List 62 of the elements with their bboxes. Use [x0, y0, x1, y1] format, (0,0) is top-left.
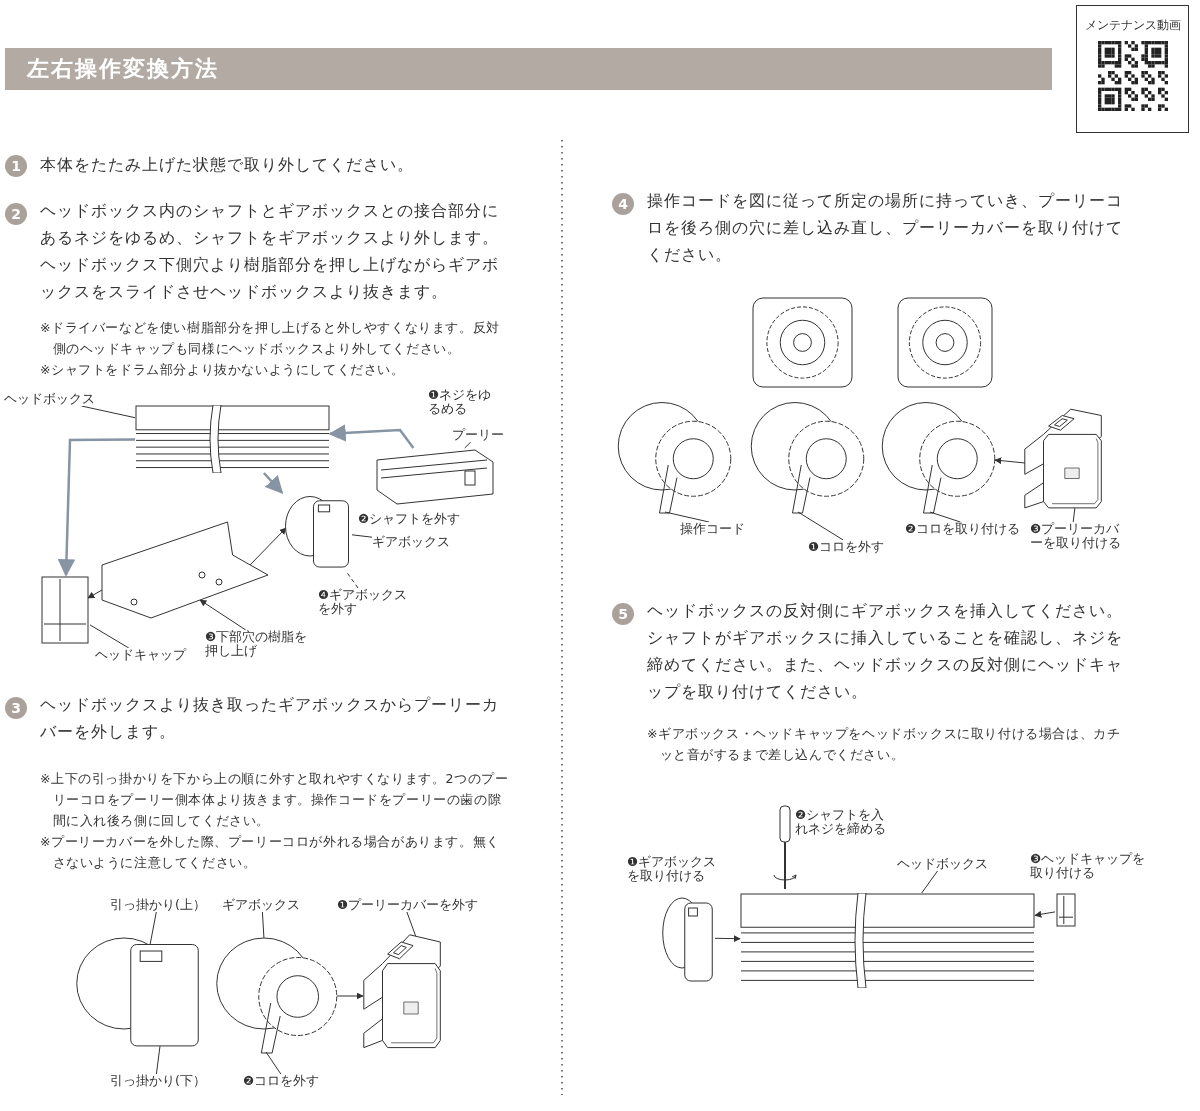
arrow — [249, 527, 287, 566]
arrow — [328, 424, 415, 449]
step-number: 1 — [5, 155, 27, 177]
step-number: 2 — [5, 203, 27, 225]
leader-line — [1072, 506, 1076, 523]
callout-text: ❶プーリーカバーを外す — [337, 898, 479, 912]
callout-text: ヘッドボックス — [897, 857, 988, 871]
leader-line — [261, 911, 265, 940]
arrow — [87, 589, 103, 599]
leader-line — [346, 572, 359, 589]
leader-line — [265, 1051, 282, 1075]
arrow — [57, 438, 135, 577]
instruction-text: ヘッドボックスより抜き取ったギアボックスからプーリーカバーを外します。 — [40, 695, 500, 743]
callout-text: ❶コロを外す — [808, 540, 885, 554]
instruction-text: ヘッドボックスの反対側にギアボックスを挿入してください。シャフトがギアボックスに挿入していることを確認し、ネジを締めてください。また、ヘッドボックスの反対側にヘッドキャップを取り付けてください。 — [647, 601, 1124, 703]
shaft-assembly-drawing — [375, 448, 495, 506]
leader-line — [351, 534, 373, 538]
step-number: 4 — [612, 193, 634, 215]
callout-text: プーリー — [452, 428, 504, 442]
arrow — [714, 935, 741, 943]
arrow — [336, 992, 364, 1000]
instruction-text: 操作コードを図に従って所定の場所に持っていき、プーリーコロを後ろ側の穴に差し込み直し、プーリーカバーを取り付けてください。 — [647, 191, 1124, 266]
leader-line — [89, 624, 130, 649]
leader-line — [81, 405, 136, 419]
leader-line — [406, 911, 417, 938]
arrow — [994, 457, 1026, 465]
leader-line — [921, 870, 938, 894]
note-text: ※ギアボックス・ヘッドキャップをヘッドボックスに取り付ける場合は、カチッと音がするまで差し込んでください。 — [647, 725, 1122, 764]
callout-text: ギアボックス — [372, 535, 450, 549]
headbox-drawing — [740, 893, 1035, 988]
callout-text: ヘッドキャップ — [95, 648, 186, 662]
instruction-text: ヘッドボックス内のシャフトとギアボックスとの接合部分にあるネジをゆるめ、シャフトをギアボックスより外します。ヘッドボックス下側穴より樹脂部分を押し上げながらギアボックスをスライドさせヘッドボックスより抜きます。 — [40, 201, 500, 303]
note-text: ※ドライバーなどを使い樹脂部分を押し上げると外しやすくなります。反対側のヘッドキャップも同様にヘッドボックスより外してください。 — [40, 319, 501, 358]
callout-text: ❷コロを外す — [243, 1074, 320, 1088]
step-number: 3 — [5, 697, 27, 719]
callout-text: ヘッドボックス — [4, 392, 95, 406]
qr-panel — [1076, 5, 1189, 133]
leader-line — [464, 441, 472, 449]
head-cap-drawing — [1055, 892, 1077, 928]
step-number: 5 — [612, 603, 634, 625]
pulley-detail-drawing — [895, 295, 995, 390]
leader-line — [664, 511, 710, 523]
callout-text: ❸プーリーカバーを取り付ける — [1030, 522, 1122, 550]
callout-text: ギアボックス — [222, 898, 300, 912]
arrow — [1034, 910, 1056, 918]
leader-line — [929, 511, 961, 523]
qr-caption: メンテナンス動画 — [1083, 18, 1182, 33]
arrow — [199, 599, 247, 631]
title-banner: 左右操作変換方法 — [5, 48, 1052, 90]
headbox-rail-drawing — [100, 520, 270, 620]
note-text: ※プーリーカバーを外した際、プーリーコロが外れる場合があります。無くさないように注意してください。 — [40, 833, 501, 872]
arrow — [263, 472, 284, 494]
head-cap-drawing — [40, 575, 90, 645]
pulley-detail-drawing — [750, 295, 855, 390]
note-text: ※シャフトをドラム部分より抜かないようにしてください。 — [40, 361, 406, 379]
callout-text: ❷コロを取り付ける — [905, 522, 1021, 536]
instruction-text: 本体をたたみ上げた状態で取り外してください。 — [40, 155, 415, 176]
callout-text: 操作コード — [680, 522, 745, 536]
headbox-drawing — [135, 405, 330, 473]
leader-line — [149, 911, 157, 946]
leader-line — [155, 1045, 161, 1075]
note-text: ※上下の引っ掛かりを下から上の順に外すと取れやすくなります。2つのプーリーコロをプーリー側本体より抜きます。操作コードをプーリーの歯の隙間に入れ後ろ側に回してください。 — [40, 770, 510, 830]
